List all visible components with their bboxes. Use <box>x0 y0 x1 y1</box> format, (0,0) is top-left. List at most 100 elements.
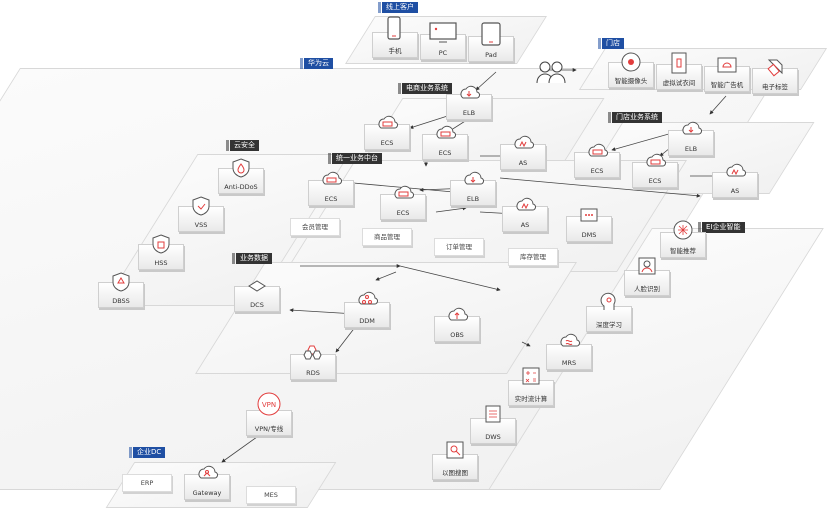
unified-ecs-2-label: ECS <box>396 209 410 217</box>
camera-icon <box>620 51 642 73</box>
unified-ecs-2[interactable]: ECS <box>380 185 426 220</box>
data-obs[interactable]: OBS <box>434 307 480 342</box>
ei-face[interactable]: 人脸识别 <box>624 257 670 296</box>
unified-dms[interactable]: DMS <box>566 208 612 242</box>
store-fitting[interactable]: 虚拟试衣间 <box>656 52 702 90</box>
ei-image-search[interactable]: 以图搜图 <box>432 441 478 480</box>
security-hss-label: HSS <box>154 259 168 267</box>
data-dcs[interactable]: DCS <box>234 280 280 312</box>
ecommerce-ecs-2-label: ECS <box>438 149 452 157</box>
module-member[interactable]: 会员管理 <box>290 218 340 236</box>
phone-icon <box>384 15 404 43</box>
unified-elb-label: ELB <box>466 195 480 203</box>
module-order[interactable]: 订单管理 <box>434 238 484 256</box>
zone-tag-ei: EI企业智能 <box>698 222 745 233</box>
zone-tag-data: 业务数据 <box>232 253 272 264</box>
hub-icon <box>196 463 218 485</box>
zone-tag-dc: 企业DC <box>128 447 166 458</box>
ecommerce-elb[interactable]: ELB <box>446 85 492 120</box>
head-icon <box>598 291 620 313</box>
ei-recommend[interactable]: 智能推荐 <box>660 220 706 258</box>
mirror-icon <box>670 51 688 75</box>
vpn-link[interactable]: VPN VPN/专线 <box>246 392 292 436</box>
dc-mes[interactable]: MES <box>246 486 296 504</box>
vpn-icon: VPN <box>256 391 282 417</box>
users-icon <box>534 58 568 86</box>
storesys-as-label: AS <box>730 187 740 195</box>
device-pad[interactable]: Pad <box>468 22 514 62</box>
cloud-icon <box>462 169 484 191</box>
data-rds[interactable]: RDS <box>290 345 336 380</box>
shield-icon <box>190 195 212 217</box>
store-tag[interactable]: 电子标签 <box>752 59 798 94</box>
device-phone[interactable]: 手机 <box>372 16 418 58</box>
security-vss[interactable]: VSS <box>178 196 224 232</box>
ei-dws[interactable]: DWS <box>470 405 516 444</box>
vpn-icon-text: VPN <box>262 401 276 409</box>
shield-icon <box>230 157 252 179</box>
server-icon <box>558 331 580 353</box>
zone-tag-storesys: 门店业务系统 <box>608 112 662 123</box>
device-pc[interactable]: PC <box>420 22 466 60</box>
server-icon <box>320 169 342 191</box>
security-dbss-label: DBSS <box>112 297 130 305</box>
shield-icon <box>110 271 132 293</box>
data-rds-label: RDS <box>306 369 320 377</box>
ei-mrs-label: MRS <box>561 359 577 367</box>
grid-icon <box>246 275 268 297</box>
storesys-as[interactable]: AS <box>712 163 758 198</box>
storesys-ecs-2[interactable]: ECS <box>632 153 678 188</box>
tablet-icon <box>479 21 503 47</box>
ecommerce-as[interactable]: AS <box>500 135 546 170</box>
chat-icon <box>578 205 600 227</box>
lock-icon <box>150 233 172 255</box>
unified-ecs-1[interactable]: ECS <box>308 171 354 206</box>
security-antiddos-label: Anti-DDoS <box>224 183 258 191</box>
security-hss[interactable]: HSS <box>138 234 184 270</box>
security-dbss[interactable]: DBSS <box>98 272 144 308</box>
dc-gateway[interactable]: Gateway <box>184 465 230 500</box>
ei-recommend-label: 智能推荐 <box>670 247 696 255</box>
store-camera-label: 智能摄像头 <box>614 77 648 85</box>
zone-tag-online: 线上客户 <box>378 2 418 13</box>
ecommerce-ecs-1-label: ECS <box>380 139 394 147</box>
dc-erp[interactable]: ERP <box>122 474 172 492</box>
ecommerce-ecs-1[interactable]: ECS <box>364 115 410 150</box>
storesys-elb[interactable]: ELB <box>668 121 714 156</box>
server-icon <box>644 151 666 173</box>
zone-tag-ecommerce: 电商业务系统 <box>398 83 452 94</box>
data-obs-label: OBS <box>450 331 464 339</box>
module-goods[interactable]: 商品管理 <box>362 228 412 246</box>
unified-elb[interactable]: ELB <box>450 171 496 206</box>
store-camera[interactable]: 智能摄像头 <box>608 52 654 88</box>
unified-ecs-1-label: ECS <box>324 195 338 203</box>
data-ddm[interactable]: DDM <box>344 291 390 328</box>
ecommerce-as-label: AS <box>518 159 528 167</box>
storesys-elb-label: ELB <box>684 145 698 153</box>
data-dcs-label: DCS <box>250 301 264 309</box>
unified-as-label: AS <box>520 221 530 229</box>
ei-deep-learning-label: 深度学习 <box>596 321 622 329</box>
cloud-icon <box>512 133 534 155</box>
cloud-icon <box>724 161 746 183</box>
display-icon <box>716 55 738 77</box>
server-icon <box>376 113 398 135</box>
storesys-ecs-1[interactable]: ECS <box>574 143 620 178</box>
store-ads[interactable]: 智能广告机 <box>704 57 750 92</box>
security-antiddos[interactable]: Anti-DDoS <box>218 158 264 194</box>
ei-deep-learning[interactable]: 深度学习 <box>586 292 632 332</box>
hub-icon <box>672 219 694 241</box>
face-icon <box>636 255 658 277</box>
ei-stream[interactable]: 实时流计算 <box>508 367 554 406</box>
ecommerce-elb-label: ELB <box>462 109 476 117</box>
zone-tag-unified: 统一业务中台 <box>328 153 382 164</box>
cloud-icon <box>458 83 480 105</box>
ecommerce-ecs-2[interactable]: ECS <box>422 125 468 160</box>
module-stock[interactable]: 库存管理 <box>508 248 558 266</box>
unified-as[interactable]: AS <box>502 197 548 232</box>
ei-mrs[interactable]: MRS <box>546 333 592 370</box>
cloud-icon <box>680 119 702 141</box>
dc-gateway-label: Gateway <box>192 489 222 497</box>
ei-stream-label: 实时流计算 <box>514 395 548 403</box>
